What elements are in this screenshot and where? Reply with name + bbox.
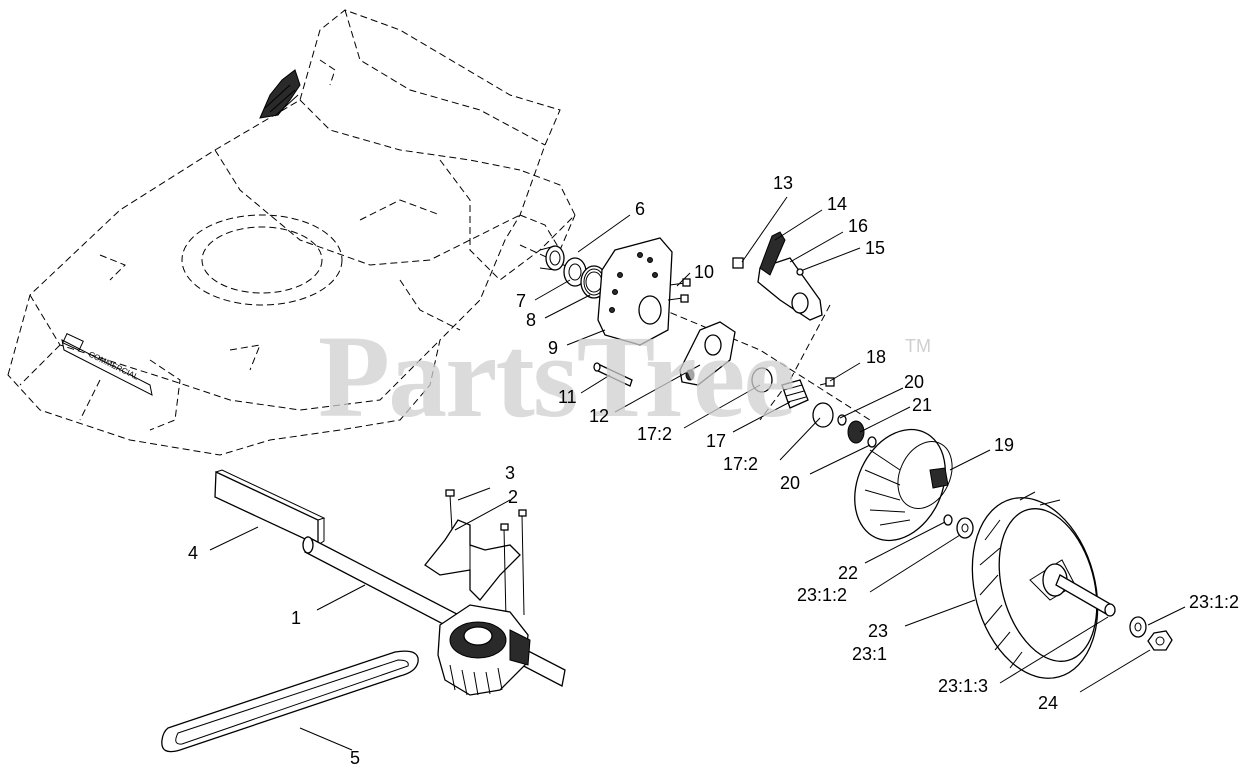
callout-23-1-3: 23:1:3 <box>938 676 989 696</box>
callout-18: 18 <box>866 347 887 367</box>
callout-15: 15 <box>865 238 886 258</box>
bolt-part-18 <box>819 377 835 387</box>
callout-7: 7 <box>516 291 527 311</box>
spring-part-17 <box>781 379 809 409</box>
callout-9: 9 <box>548 338 559 358</box>
callout-1: 1 <box>291 608 302 628</box>
callout-22: 22 <box>838 563 859 583</box>
bracket-part-2 <box>424 519 521 601</box>
bushing-part-17-2-b <box>812 402 834 428</box>
grip-part-14 <box>759 231 786 276</box>
callout-8: 8 <box>526 310 537 330</box>
callout-14: 14 <box>827 194 848 214</box>
spacer-part-23-1-2-b <box>1129 616 1147 638</box>
washer-part-7 <box>563 257 587 287</box>
callout-13: 13 <box>773 173 794 193</box>
callout-16: 16 <box>848 216 869 236</box>
height-bracket-part-9 <box>597 237 673 346</box>
pivot-arm-part-12 <box>679 321 736 386</box>
wheel-part-23 <box>971 491 1099 679</box>
callout-17: 17 <box>706 431 727 451</box>
callout-2: 2 <box>508 487 519 507</box>
callout-4: 4 <box>188 543 199 563</box>
callout-23: 23 <box>868 621 889 641</box>
callout-23-1: 23:1 <box>852 644 888 664</box>
bushing-part-17-2-a <box>751 367 773 393</box>
transmission-gearbox <box>437 604 531 696</box>
callout-10: 10 <box>694 262 715 282</box>
rear-wheel-tread <box>259 69 301 119</box>
callout-12: 12 <box>589 406 610 426</box>
screw-part-15 <box>796 268 804 276</box>
washer-part-22 <box>943 514 953 526</box>
callout-3: 3 <box>505 463 516 483</box>
callout-6: 6 <box>635 199 646 219</box>
callout-23-1-2-a: 23:1:2 <box>797 585 848 605</box>
pawl-centerline <box>759 304 831 421</box>
watermark-trademark: TM <box>905 336 931 356</box>
callout-23-1-2-b: 23:1:2 <box>1189 592 1240 612</box>
drive-belt-part-5 <box>161 650 419 753</box>
callout-20-b: 20 <box>780 473 801 493</box>
nut-part-24 <box>1147 630 1173 651</box>
commercial-badge: COMMERCIAL <box>61 333 153 396</box>
watermark: PartsTree <box>318 311 796 442</box>
clip-part-13 <box>732 257 744 269</box>
leader-lines <box>209 196 1186 751</box>
lever-part-16 <box>757 257 823 321</box>
callout-24: 24 <box>1038 693 1059 713</box>
mower-deck-outline <box>7 9 576 456</box>
bolt-part-3 <box>445 489 527 621</box>
shaft-cover-part-4 <box>214 469 326 547</box>
bearing-part-6 <box>539 245 565 271</box>
callout-5: 5 <box>350 748 361 768</box>
bolt-part-10 <box>667 278 691 303</box>
spacer-part-23-1-2-a <box>956 517 974 539</box>
pin-part-11 <box>593 362 633 387</box>
gear-cover-part-19 <box>854 428 953 542</box>
callout-20-a: 20 <box>904 372 925 392</box>
callout-17-2-a: 17:2 <box>637 424 673 444</box>
callout-19: 19 <box>994 435 1015 455</box>
shoulder-bolt-part-23-1-3 <box>1055 574 1116 617</box>
pinion-part-21 <box>847 420 865 444</box>
callout-11: 11 <box>558 387 577 407</box>
callout-17-2-b: 17:2 <box>723 454 759 474</box>
callout-21: 21 <box>912 395 933 415</box>
